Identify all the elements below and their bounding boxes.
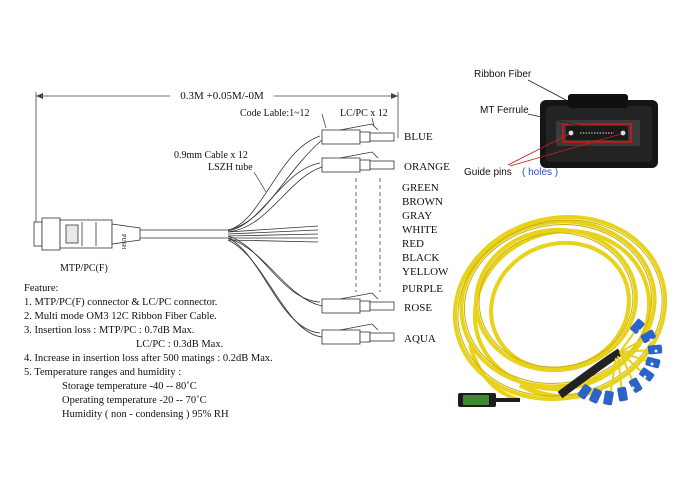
color-label-yellow: YELLOW [402,266,449,278]
guide-pins-label: Guide pins [464,167,512,178]
feature-line-5b: Operating temperature -20 -- 70˚C [62,395,207,406]
feature-line-3b: LC/PC : 0.3dB Max. [136,339,223,350]
color-label-brown: BROWN [402,196,443,208]
color-label-purple: PURPLE [402,283,443,295]
guide-pin-pointer-right [509,133,622,167]
push-text: PUSH [120,234,126,250]
color-label-white: WHITE [402,224,438,236]
features-block: Feature: 1. MTP/PC(F) connector & LC/PC … [24,283,273,420]
length-label: 0.3M +0.05M/-0M [180,90,264,102]
color-label-red: RED [402,238,424,250]
hidden-connectors-dashed [355,178,381,292]
cable-label-line1: 0.9mm Cable x 12 [174,150,248,161]
code-label: Code Lable:1~12 [240,108,310,119]
fiber-color-list: BLUE ORANGE GREEN BROWN GRAY WHITE RED B… [402,131,450,345]
feature-line-5a: Storage temperature -40 -- 80˚C [62,381,197,392]
ribbon-fiber-label: Ribbon Fiber [474,69,532,80]
connector-label-pointer [371,117,375,127]
feature-line-1: 1. MTP/PC(F) connector & LC/PC connector… [24,297,217,308]
fan-out-fibers [227,135,323,338]
holes-label: ( holes ) [522,167,558,178]
color-label-rose: ROSE [404,302,432,314]
mtp-connector-photo [458,393,520,407]
mt-ferrule-pointer [527,113,591,129]
breakout-tube [557,348,623,399]
color-label-aqua: AQUA [404,333,436,345]
lc-connectors-photo [577,318,663,406]
cable-label-pointer [253,171,267,193]
color-label-green: GREEN [402,182,439,194]
feature-line-4: 4. Increase in insertion loss after 500 … [24,353,273,364]
ribbon-fiber-pointer [527,79,567,101]
guide-pin-pointer-left [507,133,570,166]
coiled-cable-photo [452,214,668,402]
feature-line-2: 2. Multi mode OM3 12C Ribbon Fiber Cable… [24,311,217,322]
feature-line-5: 5. Temperature ranges and humidity : [24,367,181,378]
cable-label-line2: LSZH tube [208,162,253,173]
lc-connector-aqua [321,323,395,345]
mtp-connector-drawing: PUSH [33,217,228,251]
length-dimension: 0.3M +0.05M/-0M [35,89,399,232]
mt-ferrule-label: MT Ferrule [480,105,529,116]
mt-ferrule-photo [540,94,658,168]
mtp-label: MTP/PC(F) [60,263,108,274]
color-label-blue: BLUE [404,131,433,143]
lc-connector-orange [321,151,395,173]
color-label-black: BLACK [402,252,439,264]
feature-line-3: 3. Insertion loss : MTP/PC : 0.7dB Max. [24,325,194,336]
connector-label: LC/PC x 12 [340,108,388,119]
color-label-orange: ORANGE [404,161,450,173]
color-label-gray: GRAY [402,210,432,222]
code-label-pointer [321,113,327,129]
features-title: Feature: [24,283,58,294]
lc-connector-rose [321,292,395,314]
feature-line-5c: Humidity ( non - condensing ) 95% RH [62,409,229,420]
lc-connector-blue [321,123,395,145]
